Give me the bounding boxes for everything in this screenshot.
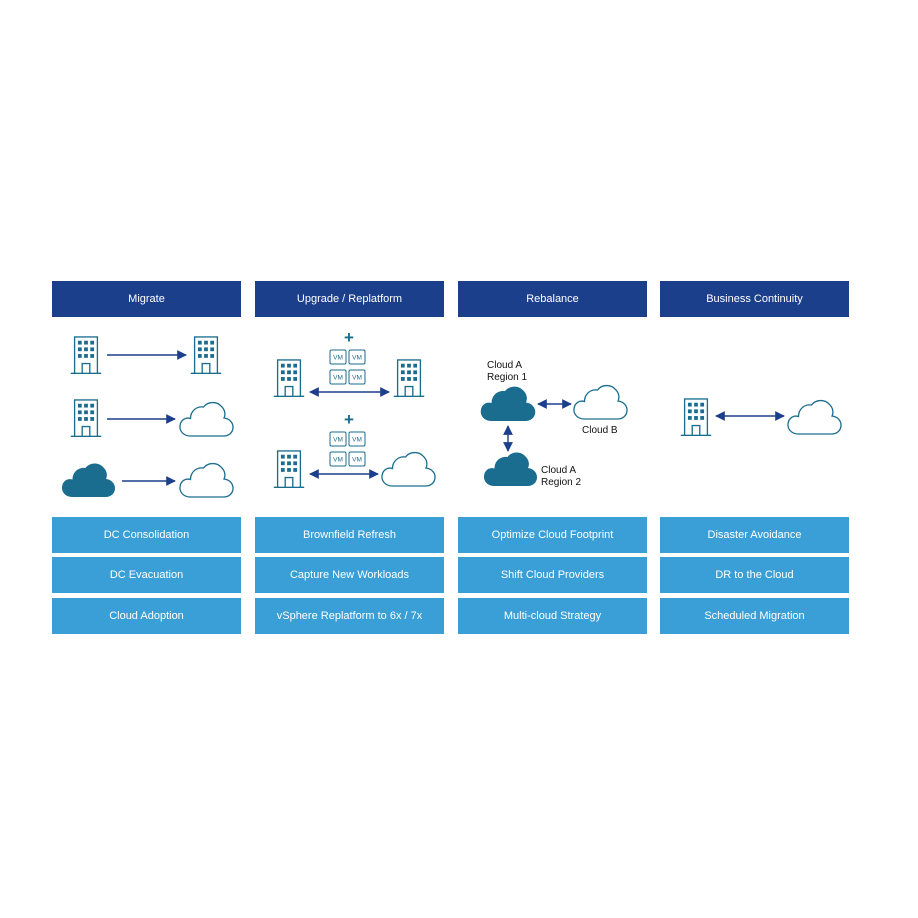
building-icon: [70, 336, 102, 375]
cell-multi-cloud-strategy: Multi-cloud Strategy: [458, 598, 647, 634]
cell-dc-evacuation: DC Evacuation: [52, 557, 241, 593]
cloud-filled-icon: [483, 452, 538, 486]
upgrade-row1: + VM VM VM VM: [273, 328, 425, 398]
vm-grid-icon: VM VM VM VM: [329, 349, 366, 385]
migrate-row3: [61, 462, 234, 498]
vm-label: VM: [333, 457, 343, 464]
cloud-icon: [179, 462, 234, 498]
building-icon: [680, 398, 712, 437]
vm-label: VM: [352, 375, 362, 382]
cloud-icon: [787, 399, 842, 435]
vm-label: VM: [352, 457, 362, 464]
header-rebalance: Rebalance: [458, 281, 647, 317]
cloud-icon: [573, 384, 628, 420]
building-icon: [393, 359, 425, 398]
cloud-filled-icon: [61, 463, 116, 497]
cloud-b-label: Cloud B: [582, 425, 618, 436]
vm-label: VM: [333, 375, 343, 382]
cell-disaster-avoidance: Disaster Avoidance: [660, 517, 849, 553]
cell-dr-to-the-cloud: DR to the Cloud: [660, 557, 849, 593]
vm-grid-icon: VM VM VM VM: [329, 431, 366, 467]
cloud-a-region2-label: Cloud A: [541, 465, 576, 476]
cell-scheduled-migration: Scheduled Migration: [660, 598, 849, 634]
cell-vsphere-replatform: vSphere Replatform to 6x / 7x: [255, 598, 444, 634]
cloud-icon: [179, 401, 234, 437]
upgrade-row2: + VM VM VM VM: [273, 410, 436, 489]
cell-cloud-adoption: Cloud Adoption: [52, 598, 241, 634]
building-icon: [273, 450, 305, 489]
vm-label: VM: [352, 437, 362, 444]
header-migrate: Migrate: [52, 281, 241, 317]
vm-label: VM: [352, 355, 362, 362]
vm-label: VM: [333, 437, 343, 444]
cloud-icon: [381, 451, 436, 487]
plus-icon: +: [344, 410, 354, 429]
business-continuity-diagram: [680, 398, 842, 437]
building-icon: [273, 359, 305, 398]
cell-brownfield-refresh: Brownfield Refresh: [255, 517, 444, 553]
header-upgrade-replatform: Upgrade / Replatform: [255, 281, 444, 317]
plus-icon: +: [344, 328, 354, 347]
cloud-a-region1-label: Region 1: [487, 372, 527, 383]
cell-capture-new-workloads: Capture New Workloads: [255, 557, 444, 593]
cell-shift-cloud-providers: Shift Cloud Providers: [458, 557, 647, 593]
building-icon: [70, 399, 102, 438]
migrate-row2: [70, 399, 234, 438]
cloud-a-region2-label: Region 2: [541, 477, 581, 488]
cloud-a-region1-label: Cloud A: [487, 360, 522, 371]
rebalance-diagram: Cloud A Region 1 Cloud B Cloud A Region …: [480, 360, 628, 488]
cell-optimize-cloud-footprint: Optimize Cloud Footprint: [458, 517, 647, 553]
vm-label: VM: [333, 355, 343, 362]
header-business-continuity: Business Continuity: [660, 281, 849, 317]
migrate-row1: [70, 336, 222, 375]
cell-dc-consolidation: DC Consolidation: [52, 517, 241, 553]
building-icon: [190, 336, 222, 375]
cloud-filled-icon: [480, 386, 536, 421]
